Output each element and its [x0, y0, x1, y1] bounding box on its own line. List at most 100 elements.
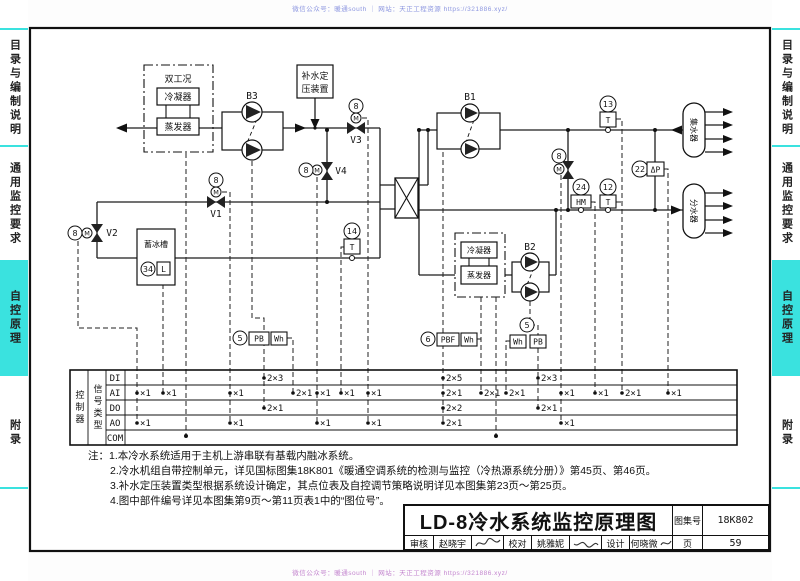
- reviewer-signature: [471, 536, 503, 550]
- distributor: 分水器: [682, 183, 706, 239]
- sensor-t12: 12 T: [599, 178, 617, 213]
- pipe-junctions: [313, 126, 657, 212]
- review-label: 审核: [409, 538, 428, 549]
- io-value: ×1: [671, 389, 682, 399]
- flow-arrows: [116, 108, 733, 237]
- svg-text:V1: V1: [210, 209, 222, 220]
- temp-sensor-icon: T: [606, 198, 611, 207]
- actuator-icon: M: [213, 189, 219, 197]
- sensor-dp22: 22 ΔP: [631, 160, 665, 178]
- meter-group-2: 6 PBF Wh: [420, 331, 478, 347]
- heat-meter-icon: HM: [576, 198, 586, 207]
- io-value: 2×2: [446, 404, 462, 414]
- sensor-t13: 13 T: [599, 95, 617, 133]
- svg-text:8: 8: [72, 229, 77, 238]
- dual-chiller-label: 双工况: [164, 74, 191, 85]
- pump-box-icon: PBF: [441, 336, 456, 345]
- pump-icon: [465, 107, 478, 119]
- svg-text:14: 14: [347, 227, 357, 236]
- watermark-bottom: 微信公众号：暖通south ｜ 网站：天正工程资源 https://321886…: [292, 570, 508, 577]
- svg-text:V2: V2: [106, 228, 117, 239]
- pump-b1-label: B1: [464, 92, 476, 103]
- note-line-1: 注：1.本冷水系统适用于主机上游串联有基载内融冰系统。: [88, 450, 360, 462]
- io-value: 2×1: [267, 404, 283, 414]
- pump-group-b3: B3: [221, 91, 284, 161]
- io-value: 2×1: [446, 419, 462, 429]
- page-label: 页: [672, 536, 702, 550]
- row-label: DI: [110, 374, 121, 384]
- svg-text:6: 6: [425, 335, 430, 344]
- io-table-controller-header: 控制器: [74, 389, 85, 426]
- heat-exchanger: [394, 177, 419, 219]
- pump-icon: [246, 143, 261, 157]
- sidebar-item-general-monitoring[interactable]: 通用监控要求: [0, 145, 28, 260]
- pump-icon: [465, 143, 478, 155]
- check-label: 校对: [503, 536, 531, 550]
- meter-group-3: 5 Wh PB: [509, 317, 547, 349]
- io-value: ×1: [140, 419, 151, 429]
- sensor-hm24: 24 HM: [570, 178, 592, 213]
- level-sensor-tag: 34: [143, 265, 153, 274]
- evaporator-label: 蒸发器: [164, 121, 191, 133]
- io-value: 2×1: [625, 389, 641, 399]
- note-line-4: 4.图中部件编号详见本图集第9页～第11页表1中的“图位号”。: [110, 495, 390, 507]
- dual-condition-chiller: 双工况 冷凝器 蒸发器: [143, 64, 214, 153]
- sidebar-divider: [0, 487, 28, 489]
- io-value: ×1: [598, 389, 609, 399]
- svg-text:13: 13: [603, 100, 613, 109]
- ice-storage-tank: 蓄冰槽 34 L: [136, 228, 176, 286]
- left-sidebar: 目录与编制说明 通用监控要求 自控原理 附录: [0, 0, 28, 581]
- sidebar-item-general-monitoring[interactable]: 通用监控要求: [772, 145, 800, 260]
- watt-hour-meter-icon: Wh: [513, 338, 523, 347]
- level-sensor-icon: L: [161, 265, 166, 274]
- svg-text:24: 24: [576, 183, 586, 192]
- svg-text:8: 8: [303, 166, 308, 175]
- io-value: 2×3: [267, 374, 283, 384]
- pump-group-b2: B2: [511, 242, 550, 302]
- sidebar-item-catalog[interactable]: 目录与编制说明: [0, 28, 28, 145]
- io-value: 2×1: [509, 389, 525, 399]
- svg-text:8: 8: [353, 102, 358, 111]
- row-label: AO: [110, 419, 121, 429]
- ice-tank-label: 蓄冰槽: [144, 239, 168, 249]
- io-value: 2×1: [446, 389, 462, 399]
- pump-icon: [525, 286, 538, 298]
- page-number: 59: [702, 536, 768, 550]
- condenser-label: 冷凝器: [164, 91, 191, 103]
- io-value: ×1: [320, 389, 331, 399]
- note-line-2: 2.冷水机组自带控制单元，详见国标图集18K801《暖通空调系统的检测与监控（冷…: [110, 465, 657, 477]
- valve-v2: M 8 V2: [67, 224, 118, 242]
- actuator-icon: M: [353, 115, 359, 123]
- pump-b3-label: B3: [246, 91, 257, 102]
- atlas-number: 18K802: [702, 506, 768, 535]
- design-label: 设计: [601, 536, 629, 550]
- distributor-label: 分水器: [689, 199, 699, 223]
- io-value: 2×1: [484, 389, 500, 399]
- io-value: ×1: [371, 419, 382, 429]
- valve-v4: M 8 V4: [298, 162, 347, 180]
- sidebar-item-auto-control[interactable]: 自控原理: [0, 260, 28, 374]
- row-label: AI: [110, 389, 121, 399]
- pump-b2-label: B2: [524, 242, 535, 253]
- actuator-icon: M: [556, 166, 562, 174]
- sidebar-item-appendix[interactable]: 附录: [772, 374, 800, 489]
- right-sidebar: 目录与编制说明 通用监控要求 自控原理 附录: [772, 0, 800, 581]
- svg-text:压装置: 压装置: [301, 83, 328, 95]
- sidebar-item-appendix[interactable]: 附录: [0, 374, 28, 489]
- svg-text:12: 12: [603, 183, 613, 192]
- drawing-frame: [28, 26, 772, 553]
- io-value: 2×5: [446, 374, 462, 384]
- valve-v1: M 8 V1: [207, 172, 225, 220]
- watermark-top: 微信公众号：暖通south ｜ 网站：天正工程资源 https://321886…: [292, 6, 508, 13]
- watt-hour-meter-icon: Wh: [464, 336, 474, 345]
- sidebar-item-catalog[interactable]: 目录与编制说明: [772, 28, 800, 145]
- io-value: ×1: [320, 419, 331, 429]
- valve-bypass: M 8: [551, 148, 574, 179]
- io-table-signal-header: 信号类型: [92, 383, 103, 432]
- pump-box-icon: PB: [254, 335, 264, 344]
- row-label: COM: [107, 434, 124, 444]
- sidebar-divider: [772, 487, 800, 489]
- sidebar-item-auto-control[interactable]: 自控原理: [772, 260, 800, 374]
- dp-sensor-icon: ΔP: [651, 166, 661, 175]
